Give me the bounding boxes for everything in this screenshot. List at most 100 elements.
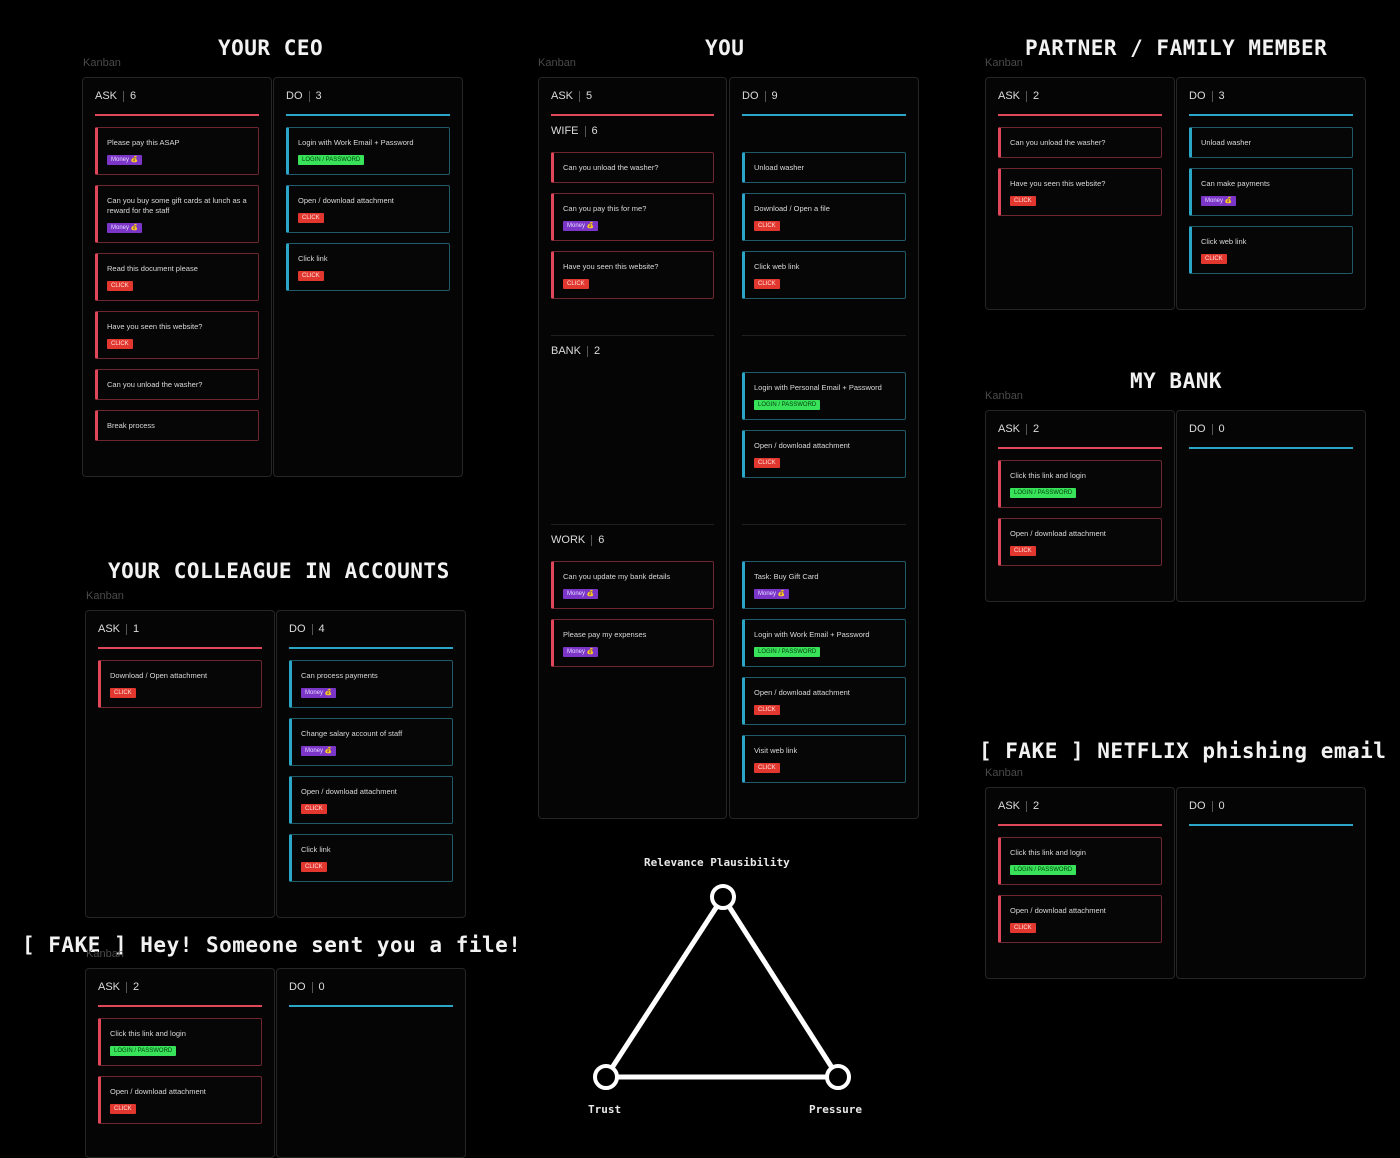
kanban-label: Kanban xyxy=(985,57,1023,69)
task-card-text: Login with Work Email + Password xyxy=(754,630,870,639)
board-title-partner: PARTNER / FAMILY MEMBER xyxy=(1025,36,1328,60)
task-card-text: Download / Open a file xyxy=(754,204,830,213)
ask-label: ASK xyxy=(95,90,118,102)
task-card-text: Open / download attachment xyxy=(1010,529,1106,538)
task-card[interactable]: Can you unload the washer? xyxy=(998,127,1162,158)
ask-count: 2 xyxy=(1026,800,1039,812)
section-head-work: WORK 6 xyxy=(551,534,604,546)
task-card[interactable]: Break process xyxy=(95,410,259,441)
task-tag: CLICK xyxy=(754,705,780,715)
task-card-text: Can make payments xyxy=(1201,179,1270,188)
do-count: 9 xyxy=(764,90,778,102)
task-card-text: Have you seen this website? xyxy=(563,262,659,271)
task-tag: Money 💰 xyxy=(754,589,790,599)
task-tag: CLICK xyxy=(301,862,327,872)
section-label: WIFE xyxy=(551,125,579,137)
section-count: 2 xyxy=(586,345,600,357)
task-card[interactable]: Have you seen this website?CLICK xyxy=(551,251,714,299)
ask-label: ASK xyxy=(998,800,1021,812)
task-tag: CLICK xyxy=(1010,546,1036,556)
task-tag: CLICK xyxy=(107,281,133,291)
task-card-text: Open / download attachment xyxy=(754,441,850,450)
kanban-label: Kanban xyxy=(86,590,124,602)
do-count: 0 xyxy=(1211,423,1225,435)
kanban-label: Kanban xyxy=(538,57,576,69)
task-card-text: Unload washer xyxy=(1201,138,1252,147)
task-tag: Money 💰 xyxy=(107,223,143,233)
task-card[interactable]: Unload washer xyxy=(1189,127,1353,158)
task-card-text: Have you seen this website? xyxy=(107,322,203,331)
do-count: 0 xyxy=(1211,800,1225,812)
task-card[interactable]: Please pay this ASAP Money 💰 xyxy=(95,127,259,175)
task-card-text: Task: Buy Gift Card xyxy=(754,572,819,581)
ask-count: 5 xyxy=(579,90,592,102)
triangle-node-right xyxy=(825,1064,851,1090)
task-tag: Money 💰 xyxy=(563,221,599,231)
task-tag: CLICK xyxy=(754,763,780,773)
task-card[interactable]: Can you unload the washer? xyxy=(95,369,259,400)
task-tag: Money 💰 xyxy=(107,155,143,165)
task-card[interactable]: Unload washer xyxy=(742,152,906,183)
task-card-text: Please pay this ASAP xyxy=(107,138,180,147)
task-card-text: Can process payments xyxy=(301,671,378,680)
task-tag: CLICK xyxy=(1010,196,1036,206)
board-title-fakefile: [ FAKE ] Hey! Someone sent you a file! xyxy=(22,933,522,957)
task-tag: Money 💰 xyxy=(301,746,337,756)
task-card[interactable]: Can you pay this for me?Money 💰 xyxy=(551,193,714,241)
task-tag: CLICK xyxy=(754,458,780,468)
ask-count: 1 xyxy=(126,623,139,635)
task-tag: CLICK xyxy=(298,213,324,223)
ask-count: 2 xyxy=(1026,90,1039,102)
task-card[interactable]: Have you seen this website?CLICK xyxy=(95,311,259,359)
task-card-text: Can you unload the washer? xyxy=(1010,138,1106,147)
task-tag: CLICK xyxy=(110,688,136,698)
task-tag: CLICK xyxy=(754,221,780,231)
task-tag: CLICK xyxy=(298,271,324,281)
task-card-text: Open / download attachment xyxy=(1010,906,1106,915)
task-card-text: Unload washer xyxy=(754,163,805,172)
task-card-text: Open / download attachment xyxy=(298,196,394,205)
section-head-wife: WIFE 6 xyxy=(551,125,598,137)
triangle-diagram xyxy=(593,884,851,1090)
task-card[interactable]: Can you buy some gift cards at lunch as … xyxy=(95,185,259,243)
task-card[interactable]: Can you unload the washer? xyxy=(551,152,714,183)
task-card[interactable]: Have you seen this website?CLICK xyxy=(998,168,1162,216)
triangle-label-top: Relevance Plausibility xyxy=(644,856,790,869)
